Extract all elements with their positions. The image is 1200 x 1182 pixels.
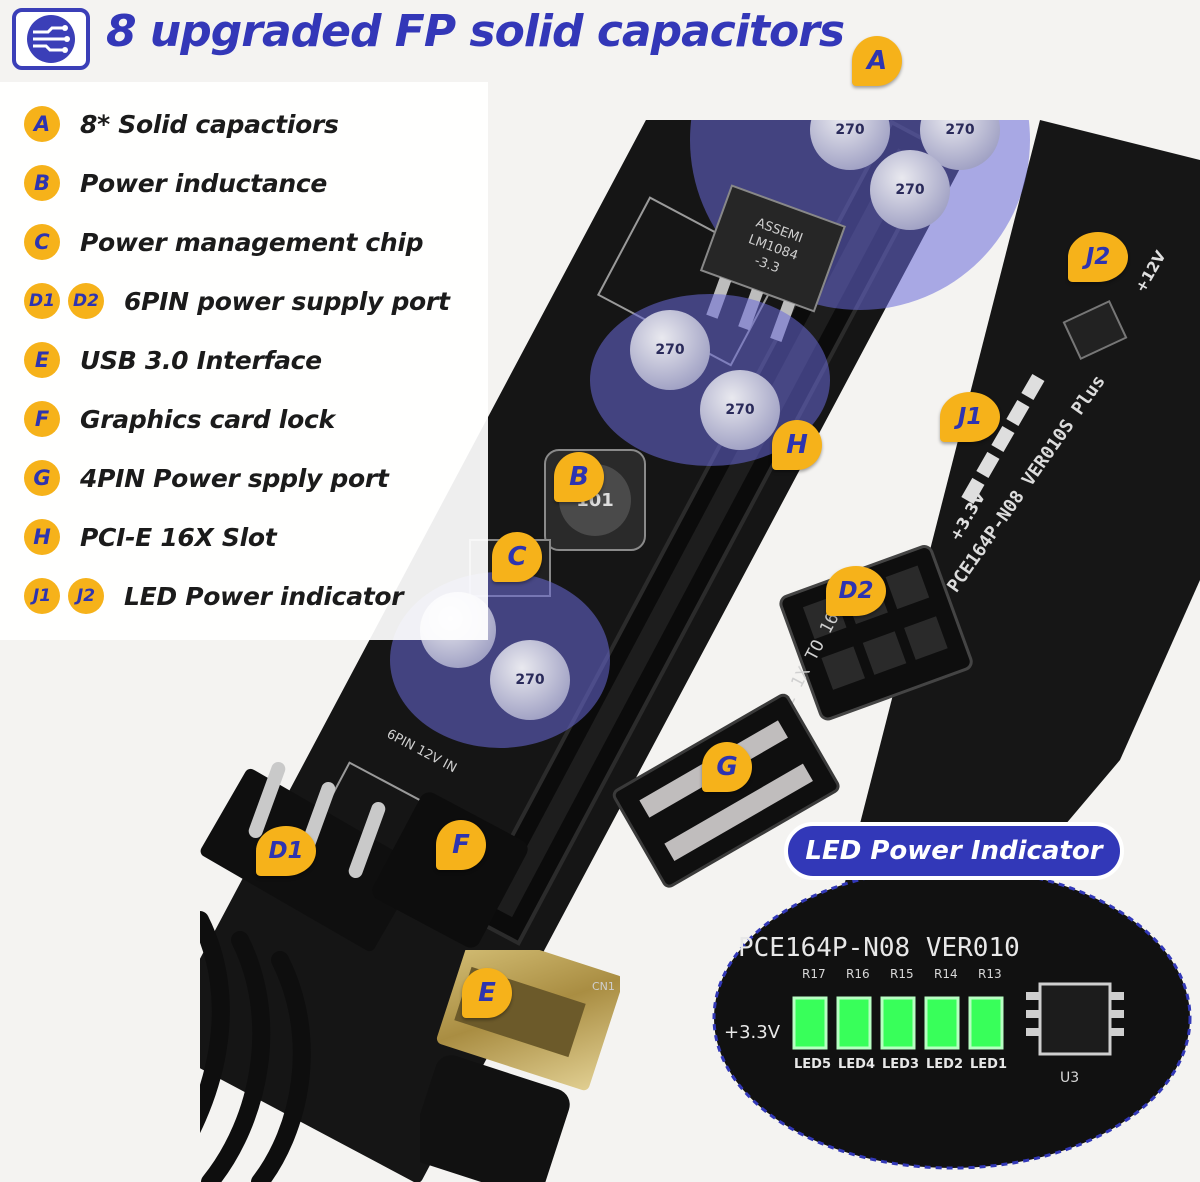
svg-text:270: 270 bbox=[655, 342, 684, 358]
legend-item-c: C Power management chip bbox=[24, 220, 424, 264]
svg-text:R17: R17 bbox=[802, 967, 826, 981]
svg-text:CN1: CN1 bbox=[592, 980, 615, 993]
legend-label: LED Power indicator bbox=[124, 581, 404, 611]
marker-f: F bbox=[436, 820, 486, 870]
led-row-j1 bbox=[961, 373, 1045, 504]
svg-text:U3: U3 bbox=[1060, 1070, 1079, 1086]
marker-b: B bbox=[554, 452, 604, 502]
legend-badge: D1 bbox=[24, 283, 60, 319]
svg-text:LED2: LED2 bbox=[926, 1057, 963, 1072]
legend-label: Power management chip bbox=[80, 227, 424, 257]
legend-item-f: F Graphics card lock bbox=[24, 397, 335, 441]
legend-badge: A bbox=[24, 106, 60, 142]
marker-j1: J1 bbox=[940, 392, 1000, 442]
svg-text:R16: R16 bbox=[846, 967, 870, 981]
inset-resistor-labels: R17 R16 R15 R14 R13 bbox=[802, 967, 1002, 981]
usb-connector: CN1 bbox=[420, 950, 620, 1182]
svg-text:270: 270 bbox=[945, 122, 974, 138]
legend-item-a: A 8* Solid capactiors bbox=[24, 102, 339, 146]
svg-text:270: 270 bbox=[895, 182, 924, 198]
svg-text:R15: R15 bbox=[890, 967, 914, 981]
legend-label: Graphics card lock bbox=[80, 404, 335, 434]
legend-label: Power inductance bbox=[80, 168, 328, 198]
legend-label: 4PIN Power spply port bbox=[80, 463, 389, 493]
marker-h: H bbox=[772, 420, 822, 470]
legend-badge: C bbox=[24, 224, 60, 260]
svg-text:LED1: LED1 bbox=[970, 1057, 1007, 1072]
marker-c: C bbox=[492, 532, 542, 582]
svg-text:LED4: LED4 bbox=[838, 1057, 875, 1072]
led-5 bbox=[792, 996, 828, 1050]
marker-d1: D1 bbox=[256, 826, 316, 876]
legend-label: USB 3.0 Interface bbox=[80, 345, 322, 375]
svg-text:270: 270 bbox=[515, 672, 544, 688]
led-1 bbox=[968, 996, 1004, 1050]
svg-text:270: 270 bbox=[725, 402, 754, 418]
legend-item-h: H PCI-E 16X Slot bbox=[24, 515, 277, 559]
svg-text:LED3: LED3 bbox=[882, 1057, 919, 1072]
legend-item-d: D1 D2 6PIN power supply port bbox=[24, 279, 450, 323]
legend-label: 6PIN power supply port bbox=[124, 286, 450, 316]
marker-j2: J2 bbox=[1068, 232, 1128, 282]
inset-led-labels: LED5 LED4 LED3 LED2 LED1 bbox=[794, 1057, 1007, 1072]
riser-board-photo: 270 270 270 ASSEMI LM1084 -3.3 270 270 1… bbox=[200, 120, 1200, 1182]
legend-badge: J1 bbox=[24, 578, 60, 614]
legend-badge: G bbox=[24, 460, 60, 496]
svg-text:LED5: LED5 bbox=[794, 1057, 831, 1072]
power-cables bbox=[200, 911, 311, 1182]
marker-a: A bbox=[852, 36, 902, 86]
capacitor-group-h: 270 270 bbox=[590, 294, 830, 466]
legend-badge: J2 bbox=[68, 578, 104, 614]
inset-voltage: +3.3V bbox=[724, 1022, 781, 1043]
svg-text:270: 270 bbox=[835, 122, 864, 138]
legend-badge: H bbox=[24, 519, 60, 555]
marker-g: G bbox=[702, 742, 752, 792]
inset-board-text: PCE164P-N08 VER010 bbox=[738, 933, 1020, 963]
small-ic-j2 bbox=[1062, 299, 1128, 361]
led-inset-title: LED Power Indicator bbox=[784, 822, 1124, 880]
legend-item-j: J1 J2 LED Power indicator bbox=[24, 574, 404, 618]
legend-item-g: G 4PIN Power spply port bbox=[24, 456, 389, 500]
svg-text:R14: R14 bbox=[934, 967, 958, 981]
led-3 bbox=[880, 996, 916, 1050]
graphics-card-lock bbox=[372, 792, 528, 948]
led-2 bbox=[924, 996, 960, 1050]
circuit-chip-icon bbox=[27, 15, 75, 63]
legend-label: PCI-E 16X Slot bbox=[80, 522, 277, 552]
legend-badge: D2 bbox=[68, 283, 104, 319]
legend-item-b: B Power inductance bbox=[24, 161, 327, 205]
legend-label: 8* Solid capactiors bbox=[80, 109, 339, 139]
legend-panel: A 8* Solid capactiors B Power inductance… bbox=[0, 82, 488, 640]
led-indicator-inset: PCE164P-N08 VER010 +3.3V R17 R16 R15 R14… bbox=[712, 866, 1192, 1170]
legend-badge: E bbox=[24, 342, 60, 378]
inset-leds bbox=[792, 996, 1004, 1050]
svg-text:R13: R13 bbox=[978, 967, 1002, 981]
legend-badge: F bbox=[24, 401, 60, 437]
marker-e: E bbox=[462, 968, 512, 1018]
inset-chip: U3 bbox=[1026, 982, 1124, 1086]
page-title: 8 upgraded FP solid capacitors bbox=[106, 6, 845, 57]
led-4 bbox=[836, 996, 872, 1050]
legend-badge: B bbox=[24, 165, 60, 201]
logo-badge bbox=[12, 8, 90, 70]
legend-item-e: E USB 3.0 Interface bbox=[24, 338, 322, 382]
marker-d2: D2 bbox=[826, 566, 886, 616]
